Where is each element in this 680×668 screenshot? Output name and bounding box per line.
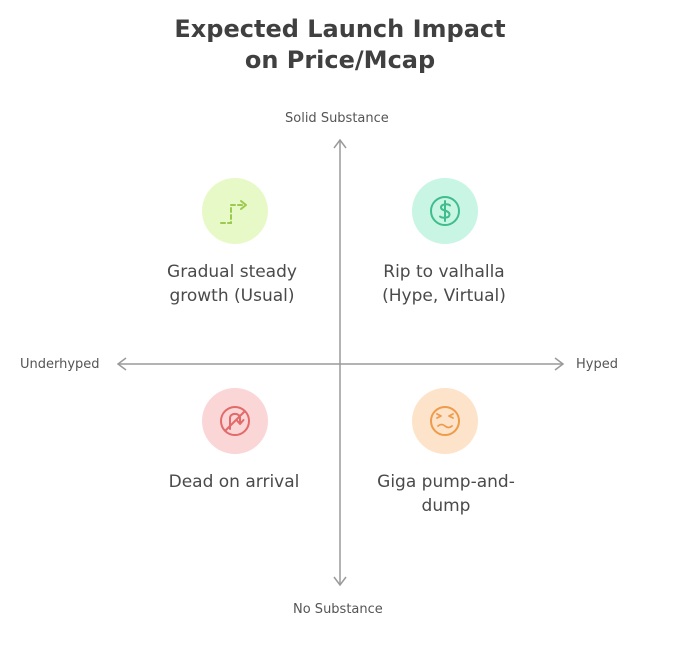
quadrant-top-left-icon-circle [202,178,268,244]
horizontal-axis-left-arrow [116,357,127,371]
quadrant-bottom-right-icon-circle [412,388,478,454]
vertical-axis-bottom-arrow [333,576,347,587]
dollar-icon [430,196,460,226]
horizontal-axis-right-arrow [554,357,565,371]
quadrant-bottom-right-label: Giga pump-and- dump [346,470,546,518]
quadrant-bottom-right-line-1: Giga pump-and- [377,472,515,492]
quadrant-bottom-left-line-1: Dead on arrival [168,472,300,492]
vertical-axis-top-arrow [333,138,347,149]
quadrant-top-left-line-1: Gradual steady [167,262,297,282]
u-turn-prohibited-icon [220,406,250,436]
sick-face-icon [430,406,460,436]
quadrant-top-left-line-2: growth (Usual) [169,286,295,306]
rising-step-arrow-icon [220,200,247,224]
axis-label-right: Hyped [576,357,618,372]
quadrant-top-right-icon-circle [412,178,478,244]
diagram-title: Expected Launch Impact on Price/Mcap [0,14,680,76]
quadrant-bottom-left-icon-circle [202,388,268,454]
axis-label-bottom: No Substance [293,602,383,617]
quadrant-bottom-left-label: Dead on arrival [134,470,334,494]
quadrant-bottom-right-line-2: dump [421,496,471,516]
quadrant-top-right-line-1: Rip to valhalla [383,262,505,282]
title-line-1: Expected Launch Impact [174,15,506,43]
quadrant-top-right-label: Rip to valhalla (Hype, Virtual) [344,260,544,308]
axis-label-top: Solid Substance [285,111,389,126]
quadrant-top-right-line-2: (Hype, Virtual) [382,286,506,306]
title-line-2: on Price/Mcap [244,46,436,74]
quadrant-top-left-label: Gradual steady growth (Usual) [132,260,332,308]
axis-label-left: Underhyped [20,357,100,372]
